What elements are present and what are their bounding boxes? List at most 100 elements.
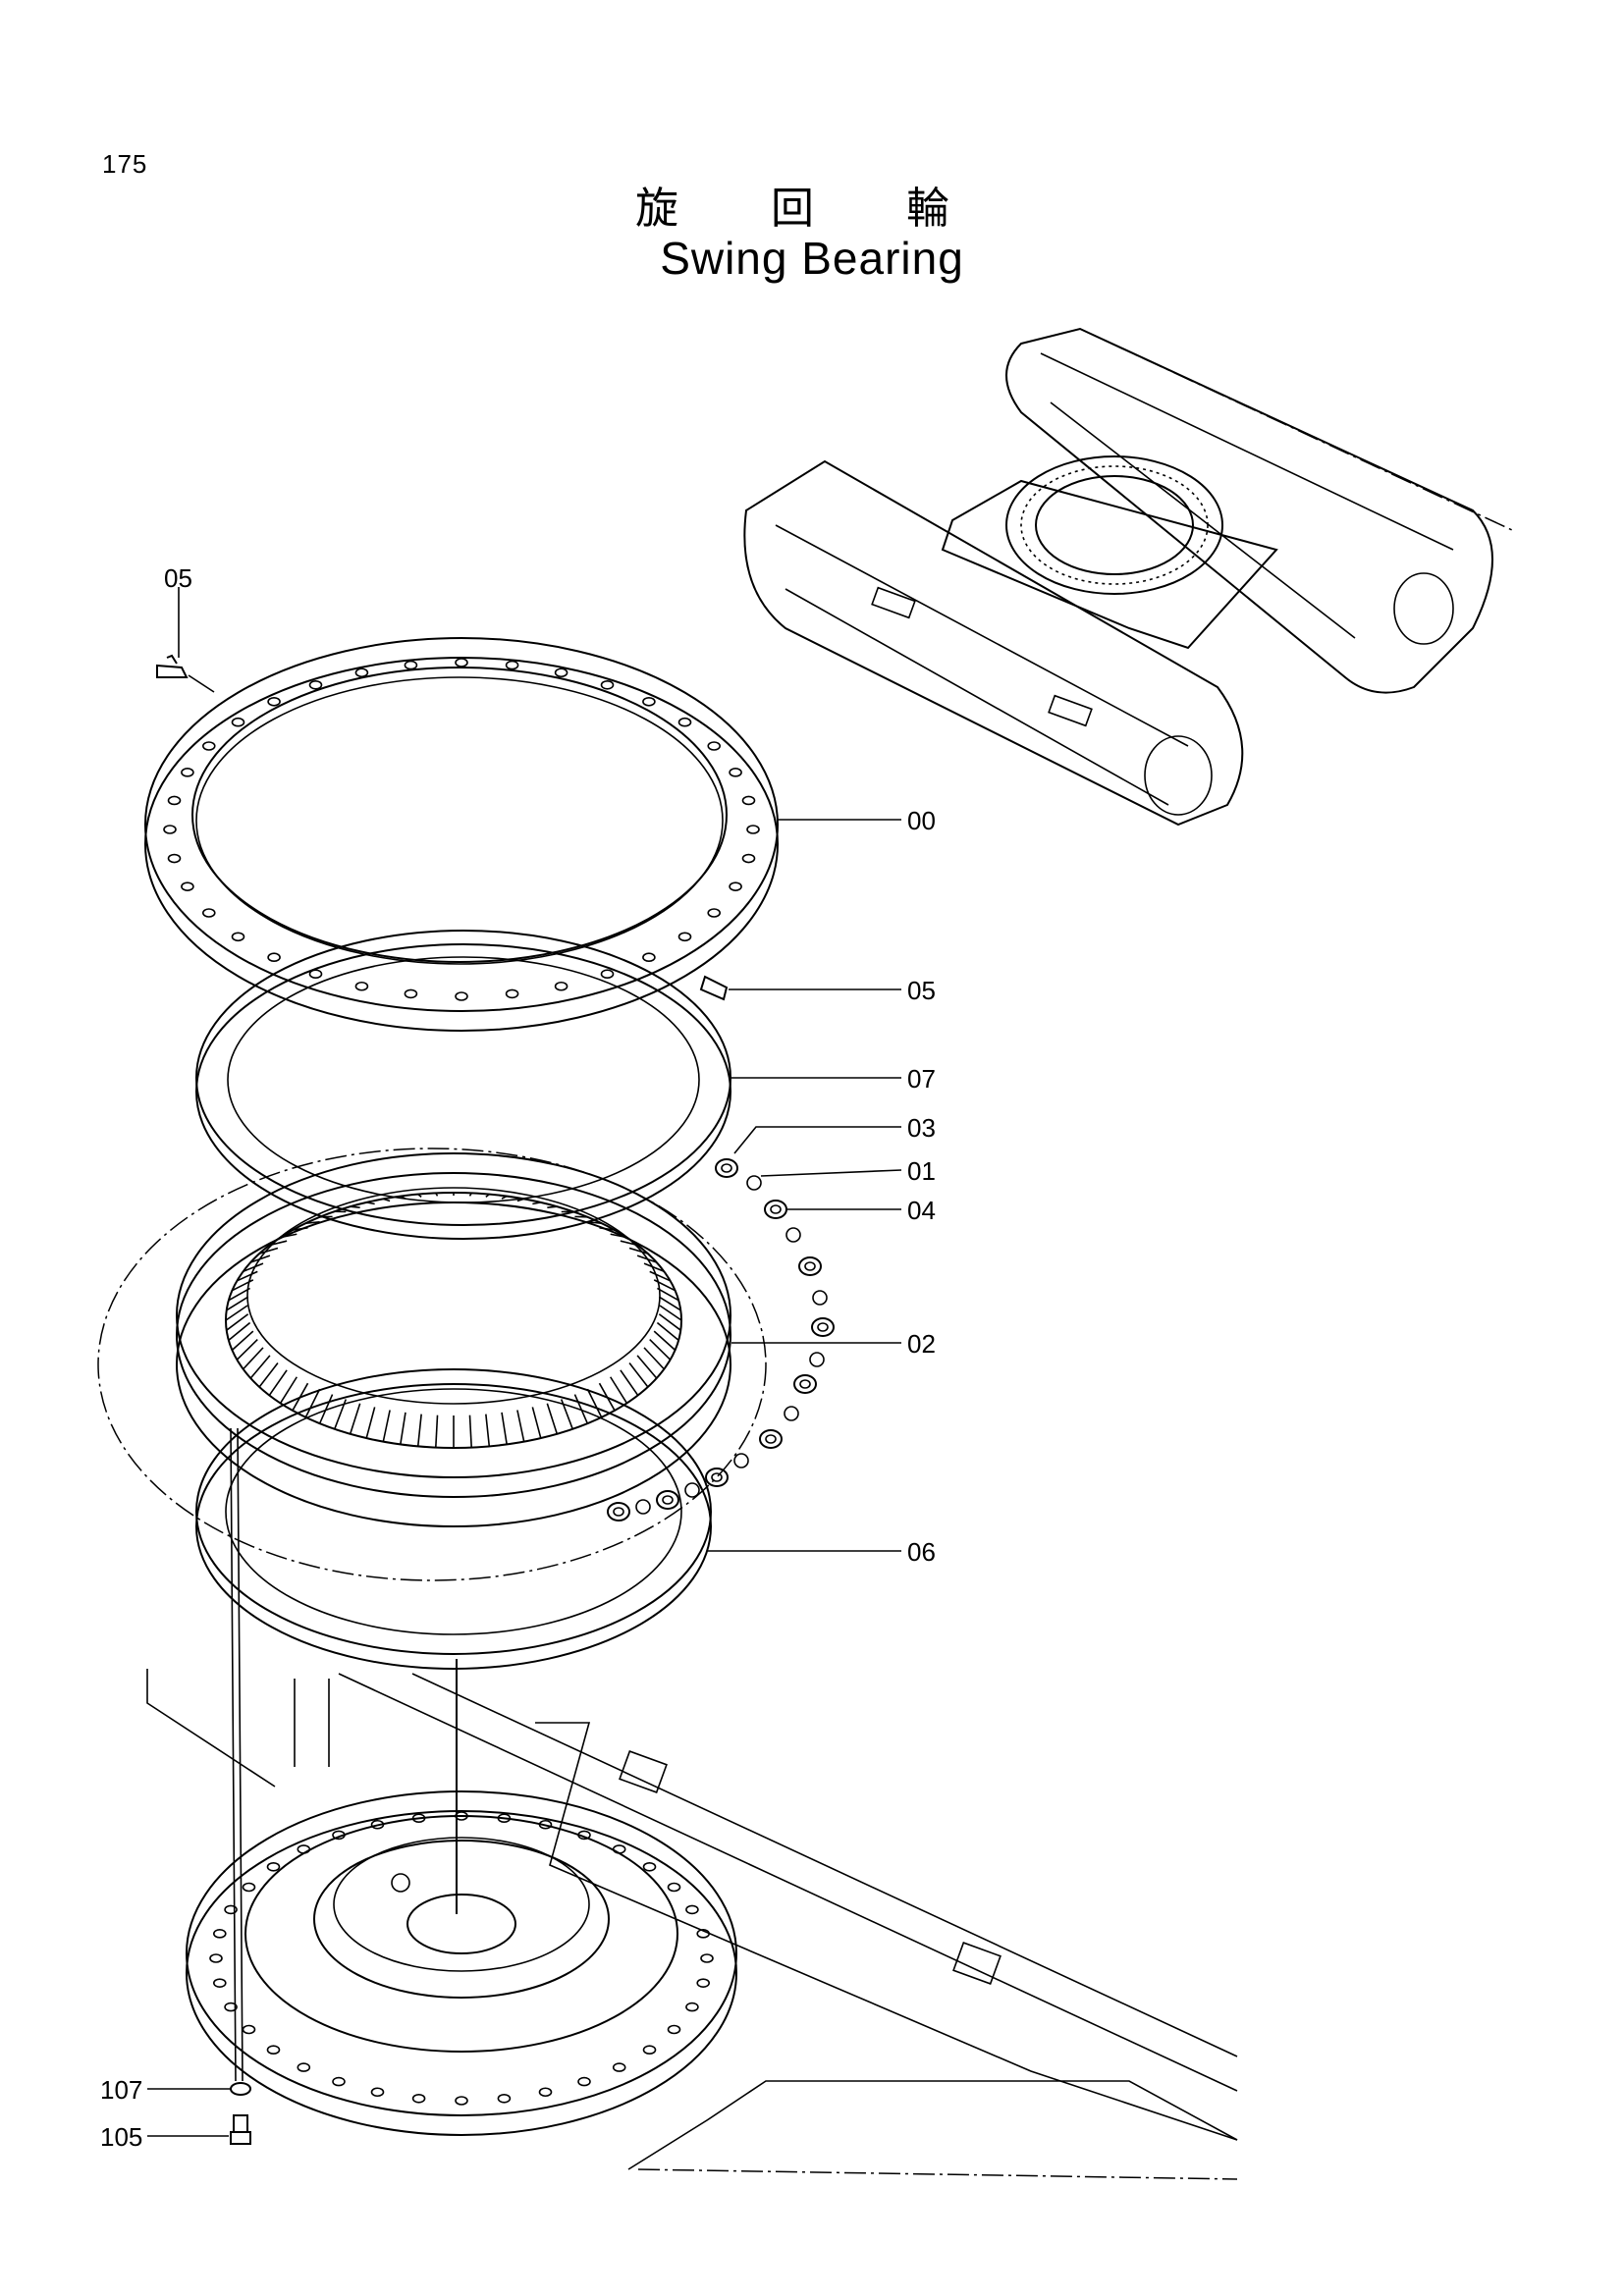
flange-hole — [297, 2062, 311, 2072]
gear-tooth — [546, 1403, 559, 1435]
gear-tooth — [366, 1201, 375, 1205]
gear-tooth — [587, 1221, 602, 1224]
flange-hole — [696, 1978, 711, 1988]
gear-tooth — [232, 1279, 254, 1292]
bolt-hole — [554, 667, 568, 678]
ball — [784, 1406, 799, 1421]
callout-02: 02 — [907, 1329, 936, 1359]
roller-core — [804, 1261, 816, 1271]
roller — [764, 1200, 787, 1219]
bolt-hole — [554, 981, 568, 991]
callout-07: 07 — [907, 1064, 936, 1094]
roller — [656, 1490, 679, 1510]
gear-tooth — [228, 1287, 250, 1302]
undercarriage-illustration — [743, 327, 1513, 827]
callout-06: 06 — [907, 1537, 936, 1567]
gear-tooth — [659, 1305, 682, 1321]
gear-tooth — [236, 1339, 258, 1361]
gear-tooth — [620, 1369, 639, 1396]
flange-hole — [577, 2076, 591, 2087]
lower-frame-mounting — [146, 1669, 1238, 2180]
bolt-hole — [677, 932, 692, 942]
gear-tooth — [658, 1313, 681, 1331]
gear-tooth — [653, 1279, 676, 1292]
flange-hole — [370, 1819, 385, 1830]
gear-tooth — [485, 1193, 490, 1199]
gear-tooth — [628, 1362, 649, 1388]
gear-tooth — [547, 1205, 558, 1209]
roller-core — [721, 1163, 732, 1173]
bolt-hole — [642, 952, 656, 963]
flange-hole — [224, 2002, 238, 2012]
bolt-hole — [167, 795, 182, 806]
inner-race-gear-02 — [176, 1152, 731, 1527]
flange-hole — [297, 1844, 311, 1854]
gear-tooth — [532, 1201, 541, 1205]
callout-03: 03 — [907, 1113, 936, 1143]
roller-core — [799, 1379, 811, 1389]
gear-tooth — [416, 1414, 422, 1447]
gear-tooth — [226, 1313, 249, 1331]
roller-core — [817, 1322, 829, 1332]
title-japanese: 旋 回 輪 — [635, 184, 989, 234]
bolt-hole — [308, 969, 323, 980]
roller-core — [613, 1507, 624, 1517]
page-number: 175 — [102, 149, 148, 179]
grease-fitting-05-side — [699, 975, 729, 1001]
gear-tooth — [573, 1394, 589, 1424]
gear-tooth — [620, 1240, 638, 1247]
roller-core — [765, 1434, 777, 1444]
bolt-hole — [267, 696, 281, 707]
bolt-hole — [201, 908, 216, 918]
outer-race-00 — [144, 637, 779, 1032]
gear-tooth — [643, 1347, 665, 1370]
leader-lines — [147, 587, 902, 2137]
gear-tooth — [383, 1198, 391, 1202]
flange-hole — [577, 1830, 591, 1841]
flange-hole — [411, 1813, 426, 1824]
flange-hole — [266, 2045, 281, 2056]
flange-hole — [370, 2087, 385, 2098]
gear-tooth — [610, 1233, 627, 1239]
grease-fitting-05-top — [156, 654, 189, 678]
gear-tooth — [249, 1355, 271, 1379]
gear-tooth — [400, 1412, 406, 1445]
ball — [809, 1352, 825, 1367]
gear-tooth — [435, 1192, 439, 1197]
callout-105: 105 — [100, 2122, 142, 2152]
flange-hole — [612, 1844, 626, 1854]
flange-hole — [266, 1861, 281, 1872]
flange-hole — [242, 1882, 256, 1893]
bolt-hole — [354, 667, 369, 678]
bolt-hole — [642, 696, 656, 707]
bolt-hole — [741, 853, 756, 864]
gear-tooth — [228, 1321, 251, 1341]
balls-and-spacers — [607, 1158, 835, 1522]
gear-tooth — [636, 1355, 658, 1379]
gear-tooth — [269, 1240, 288, 1247]
roller — [715, 1158, 738, 1178]
gear-tooth — [243, 1262, 264, 1272]
gear-tooth — [468, 1415, 473, 1448]
bolt-hole — [746, 825, 760, 834]
gear-tooth — [318, 1394, 334, 1424]
ball — [684, 1482, 700, 1498]
gear-tooth — [468, 1192, 472, 1197]
gear-tooth — [258, 1362, 279, 1388]
roller — [811, 1317, 835, 1337]
bolt-hole — [181, 768, 194, 777]
ball — [746, 1175, 762, 1191]
gear-tooth — [516, 1410, 525, 1442]
title-english: Swing Bearing — [660, 233, 964, 284]
flange-hole — [612, 2062, 626, 2072]
bolt-hole — [308, 679, 323, 690]
gear-tooth — [658, 1296, 681, 1311]
bolt-hole — [707, 908, 722, 918]
washer-107 — [230, 2082, 251, 2096]
bolt-hole — [677, 717, 692, 727]
gear-tooth — [636, 1255, 657, 1263]
bolt-hole — [404, 988, 418, 999]
callout-04: 04 — [907, 1196, 936, 1225]
bolt-hole — [741, 795, 756, 806]
gear-tooth — [258, 1247, 279, 1255]
